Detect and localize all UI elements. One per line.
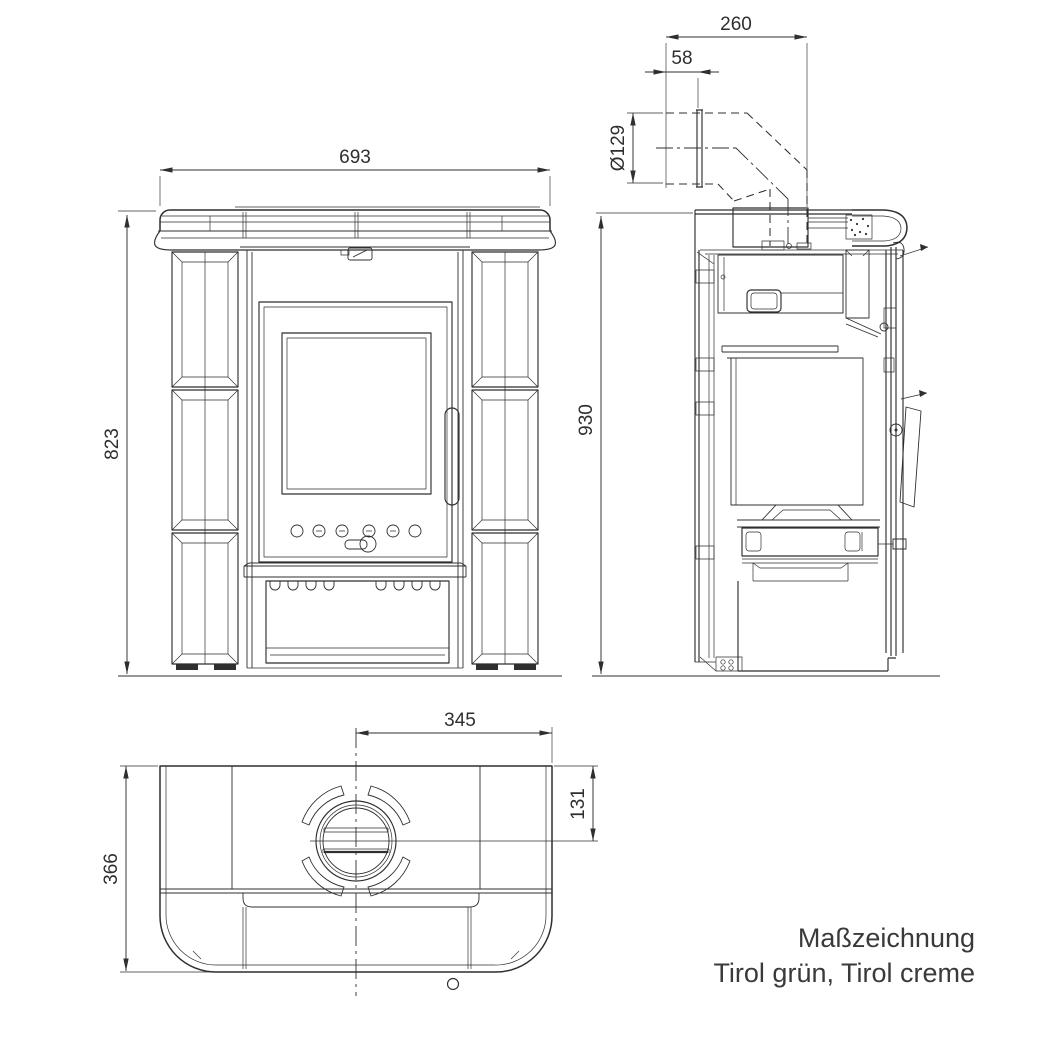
dimension-front-width: 693	[159, 147, 551, 206]
side-view: 260 58 Ø129 930	[576, 14, 940, 677]
rear-tile-clamps	[695, 269, 715, 560]
door-handle	[444, 407, 460, 506]
flue-center-from-rear-label: 131	[568, 788, 589, 820]
flue-collar-top	[301, 785, 598, 897]
caption-models: Tirol grün, Tirol creme	[713, 958, 975, 988]
side-rear-edge	[694, 250, 700, 662]
flue-collar-box	[732, 207, 809, 248]
front-feet	[176, 664, 536, 670]
fire-chamber-side	[721, 345, 864, 506]
air-controls	[290, 524, 422, 553]
dimension-flue-center-from-rear: 131	[554, 765, 598, 841]
front-tile-columns	[171, 251, 539, 670]
tile-center-joints	[204, 252, 506, 664]
top-half-width-label: 345	[444, 710, 476, 731]
door-window	[281, 332, 432, 495]
drawer-knob	[892, 538, 907, 550]
hearth-sill	[243, 562, 467, 578]
upper-mechanism	[717, 240, 929, 314]
ash-drawer-front	[247, 580, 463, 669]
top-plate-nose	[852, 209, 908, 247]
fire-door	[258, 301, 460, 563]
tile-outer-frames	[171, 251, 539, 665]
damper-handle-top	[310, 827, 598, 854]
dimension-flue-rear-offset: 260	[665, 14, 808, 207]
caption: Maßzeichnung Tirol grün, Tirol creme	[713, 923, 975, 988]
top-plate-tile-joints	[209, 212, 503, 238]
flue-pipe-dashed	[656, 109, 808, 246]
tile-inner-frames	[171, 251, 539, 665]
dimension-front-height: 823	[102, 210, 156, 674]
dimension-depth: 366	[101, 765, 216, 973]
collar-vent-slots	[301, 785, 411, 897]
grate-and-drawer-side	[737, 504, 907, 582]
flue-diameter-label: Ø129	[608, 125, 629, 171]
front-view: 693 823	[102, 147, 562, 677]
front-top-plate	[153, 206, 557, 251]
vent-grate-block	[845, 214, 873, 240]
front-height-label: 823	[102, 428, 123, 460]
side-door-handle	[899, 406, 922, 508]
flue-wall-clearance-label: 58	[671, 48, 692, 69]
damper-control	[340, 247, 373, 261]
side-height-label: 930	[576, 404, 597, 436]
side-body	[694, 207, 929, 672]
dimension-flue-diameter: Ø129	[608, 112, 663, 184]
caption-title: Maßzeichnung	[798, 923, 975, 953]
slider-control	[344, 539, 368, 550]
wall-flange	[696, 109, 703, 188]
side-base	[695, 581, 896, 672]
cable-hole	[446, 977, 460, 991]
flue-rear-offset-label: 260	[720, 14, 752, 35]
dimension-flue-wall-clearance: 58	[645, 48, 719, 108]
side-door-profile	[845, 247, 928, 656]
top-view: 345 131 366	[101, 710, 598, 996]
dimension-side-height: 930	[576, 212, 693, 674]
depth-label: 366	[101, 853, 122, 885]
top-view-outline	[159, 765, 553, 991]
dimension-top-half-width: 345	[356, 710, 553, 763]
front-firebox	[240, 246, 470, 669]
front-width-label: 693	[339, 147, 371, 168]
